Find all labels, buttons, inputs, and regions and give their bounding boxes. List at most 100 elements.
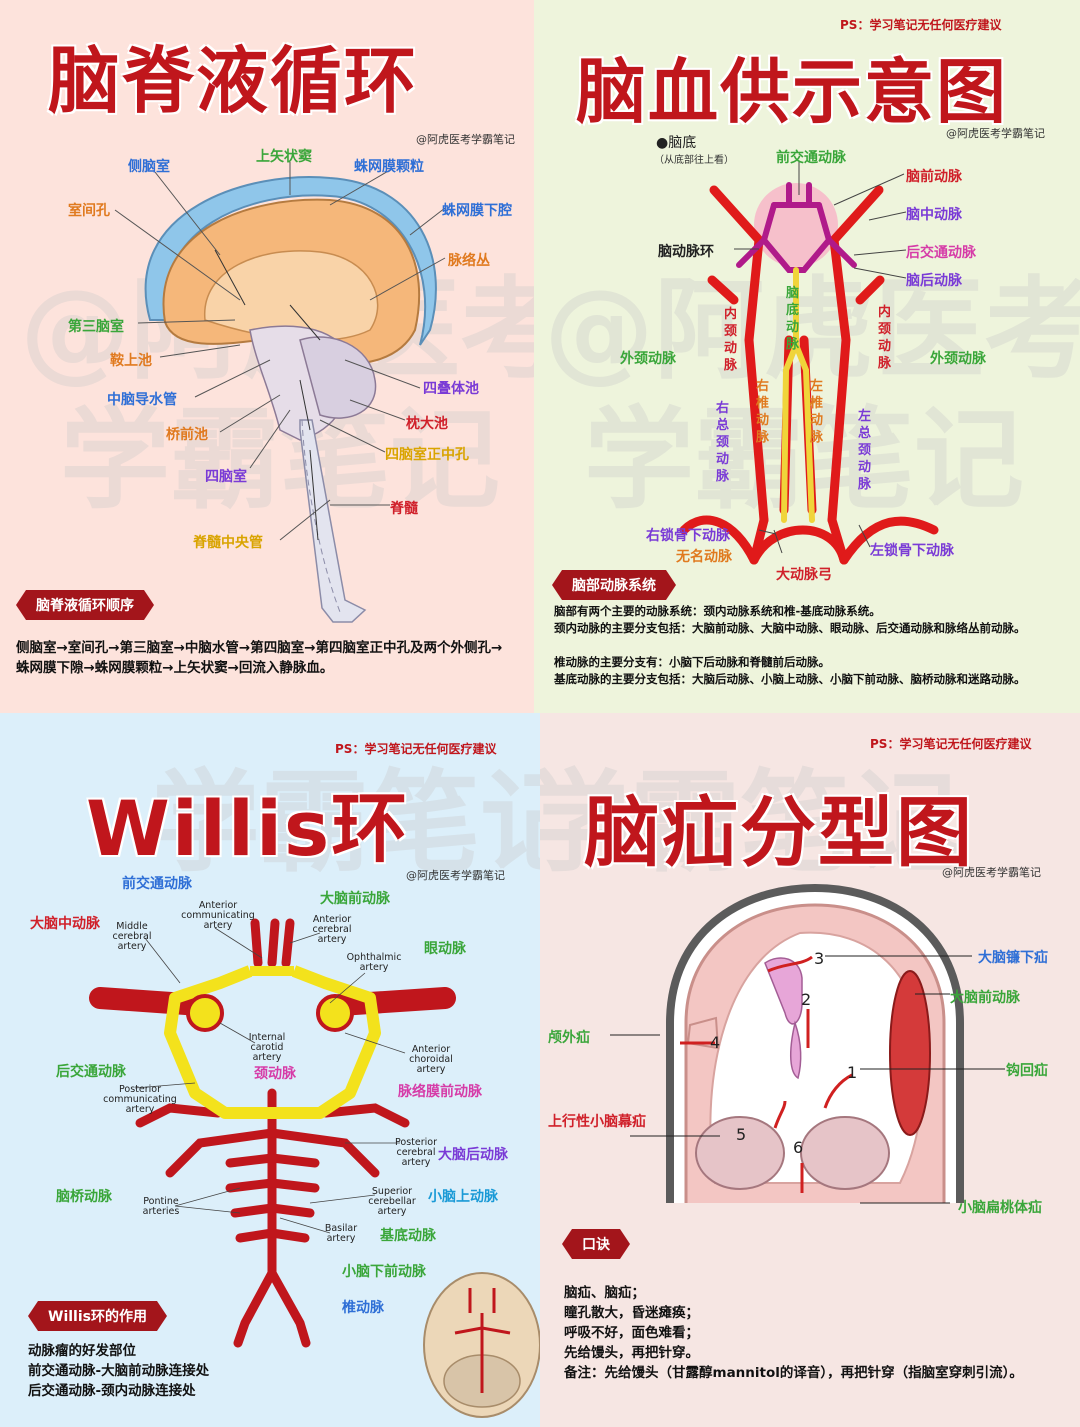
number-4: 4 <box>710 1033 721 1052</box>
label-interventricular: 室间孔 <box>68 203 110 219</box>
label-choroid: 脉络丛 <box>448 253 490 269</box>
willis-text-1: 动脉瘤的好发部位 <box>28 1343 136 1359</box>
willis-text-2: 前交通动脉-大脑前动脉连接处 <box>28 1363 210 1379</box>
willis-diagram <box>89 918 540 1418</box>
label-ica-cn: 颈动脉 <box>254 1066 296 1082</box>
label-achor-en: Anterior choroidal artery <box>409 1044 453 1075</box>
willis-panel: 学霸笔记 PS：学习笔记无任何医疗建议 Willis环 @阿虎医考学霸笔记 <box>0 713 540 1427</box>
label-aca-cn: 大脑前动脉 <box>320 891 390 907</box>
label-right-subclavian: 右锁骨下动脉 <box>646 528 730 544</box>
label-acom: 前交通动脉 <box>776 150 846 166</box>
blood-diagram <box>679 162 939 565</box>
ps-note: PS：学习笔记无任何医疗建议 <box>335 742 497 756</box>
hernia-text-2: 瞳孔散大，昏迷瘫痪； <box>564 1305 699 1321</box>
willis-title: Willis环 <box>86 784 410 873</box>
label-ica-left: 内颈动脉 <box>878 305 892 371</box>
label-pcom: 后交通动脉 <box>906 245 976 261</box>
label-pontine-en: Pontine arteries <box>142 1196 180 1217</box>
blood-title: 脑血供示意图 <box>576 51 1008 133</box>
label-brachiocephalic: 无名动脉 <box>676 549 732 565</box>
willis-banner: Willis环的作用 <box>28 1301 167 1331</box>
label-aca: 大脑前动脉 <box>950 990 1020 1006</box>
source-credit: @阿虎医考学霸笔记 <box>942 866 1041 879</box>
label-acom-cn: 前交通动脉 <box>122 876 192 892</box>
number-2: 2 <box>801 990 812 1009</box>
source-credit: @阿虎医考学霸笔记 <box>406 869 505 882</box>
label-oph-cn: 眼动脉 <box>424 941 466 957</box>
willis-text-3: 后交通动脉-颈内动脉连接处 <box>28 1383 196 1399</box>
label-subfalcine: 大脑镰下疝 <box>978 950 1048 966</box>
blood-text-3: 椎动脉的主要分支有：小脑下后动脉和脊髓前后动脉。 <box>554 655 830 669</box>
label-left-common-carotid: 左总颈动脉 <box>858 409 872 492</box>
label-achor-cn: 脉络膜前动脉 <box>398 1084 482 1100</box>
hernia-banner: 口诀 <box>562 1229 630 1259</box>
label-prepontine: 桥前池 <box>166 427 208 443</box>
base-label: ●脑底 <box>656 135 697 151</box>
label-aica-cn: 小脑下前动脉 <box>342 1264 426 1280</box>
label-subarachnoid: 蛛网膜下腔 <box>442 203 512 219</box>
label-external: 颅外疝 <box>548 1030 590 1046</box>
label-fourth-ventricle: 四脑室 <box>205 469 247 485</box>
source-credit: @阿虎医考学霸笔记 <box>416 133 515 146</box>
hernia-title: 脑疝分型图 <box>584 788 974 877</box>
label-mca-cn: 大脑中动脉 <box>30 916 100 932</box>
label-tonsillar: 小脑扁桃体疝 <box>958 1200 1042 1216</box>
csf-diagram <box>114 162 446 623</box>
label-pca-cn: 大脑后动脉 <box>438 1147 508 1163</box>
number-3: 3 <box>814 949 825 968</box>
label-aca: 脑前动脉 <box>906 169 962 185</box>
label-acom-en: Anterior communicating artery <box>181 900 255 931</box>
label-sup-sagittal: 上矢状窦 <box>256 149 312 165</box>
label-upward: 上行性小脑幕疝 <box>548 1114 646 1130</box>
number-5: 5 <box>736 1125 747 1144</box>
label-spinal-cord: 脊髓 <box>390 501 418 517</box>
label-va-cn: 椎动脉 <box>342 1300 384 1316</box>
label-pca: 脑后动脉 <box>906 273 962 289</box>
label-aqueduct: 中脑导水管 <box>107 392 177 408</box>
label-right-vertebral: 右椎动脉 <box>756 379 770 445</box>
label-pcom-cn: 后交通动脉 <box>56 1064 126 1080</box>
csf-sequence-text: 侧脑室→室间孔→第三脑室→中脑水管→第四脑室→第四脑室正中孔及两个外侧孔→蛛网膜… <box>16 640 503 676</box>
csf-panel: @阿虎医考 学霸笔记 脑脊液循环 @阿虎医考学霸笔记 <box>0 0 534 713</box>
herniation-panel: 学霸笔记 PS：学习笔记无任何医疗建议 脑疝分型图 @阿虎医考学霸笔记 <box>540 713 1080 1427</box>
label-pcom-en: Posterior communicating artery <box>103 1084 177 1115</box>
label-central-canal: 脊髓中央管 <box>193 535 263 551</box>
label-quadrigeminal: 四叠体池 <box>423 381 479 397</box>
blood-banner: 脑部动脉系统 <box>552 570 676 600</box>
label-left-subclavian: 左锁骨下动脉 <box>870 543 954 559</box>
label-mca: 脑中动脉 <box>906 207 962 223</box>
label-oph-en: Ophthalmic artery <box>346 952 402 973</box>
label-third-ventricle: 第三脑室 <box>68 319 124 335</box>
label-median-aperture: 四脑室正中孔 <box>385 447 469 463</box>
label-basilar-cn: 基底动脉 <box>380 1228 436 1244</box>
label-ica-right: 内颈动脉 <box>724 307 738 373</box>
herniation-diagram <box>610 883 1005 1204</box>
blood-text-1: 脑部有两个主要的动脉系统：颈内动脉系统和椎-基底动脉系统。 <box>554 604 881 618</box>
label-uncal: 钩回疝 <box>1006 1063 1048 1079</box>
label-pontine-cn: 脑桥动脉 <box>56 1189 112 1205</box>
base-sublabel: （从底部往上看） <box>654 155 734 166</box>
label-basilar-en: Basilar artery <box>324 1223 358 1244</box>
label-left-vertebral: 左椎动脉 <box>810 379 824 445</box>
number-6: 6 <box>793 1138 804 1157</box>
number-1: 1 <box>847 1063 858 1082</box>
label-ica-en: Internal carotid artery <box>248 1032 286 1063</box>
label-suprasellar: 鞍上池 <box>110 353 152 369</box>
blood-supply-panel: @阿虎医考 学霸笔记 PS：学习笔记无任何医疗建议 脑血供示意图 @阿虎医考学霸… <box>534 0 1080 713</box>
hernia-text-4: 先给馒头，再把针穿。 <box>564 1345 699 1361</box>
source-credit: @阿虎医考学霸笔记 <box>946 127 1045 140</box>
csf-banner: 脑脊液循环顺序 <box>16 590 154 620</box>
label-eca-right: 外颈动脉 <box>620 351 676 367</box>
label-basilar: 脑底动脉 <box>786 286 800 352</box>
blood-text-4: 基底动脉的主要分支包括：大脑后动脉、小脑上动脉、小脑下前动脉、脑桥动脉和迷路动脉… <box>554 672 1026 686</box>
label-aortic-arch: 大动脉弓 <box>776 567 832 583</box>
hernia-text-3: 呼吸不好，面色难看； <box>564 1325 699 1341</box>
label-arachnoid-granulation: 蛛网膜颗粒 <box>354 159 424 175</box>
hernia-note: 备注：先给馒头（甘露醇mannitol的译音），再把针穿（指脑室穿刺引流）。 <box>564 1365 1023 1381</box>
hernia-text-1: 脑疝、脑疝； <box>564 1285 645 1301</box>
label-mca-en: Middle cerebral artery <box>112 921 152 952</box>
csf-title: 脑脊液循环 <box>48 39 419 123</box>
label-pca-en: Posterior cerebral artery <box>395 1137 437 1168</box>
ps-note: PS：学习笔记无任何医疗建议 <box>840 18 1002 32</box>
blood-text-2: 颈内动脉的主要分支包括：大脑前动脉、大脑中动脉、眼动脉、后交通动脉和脉络丛前动脉… <box>554 621 1026 635</box>
